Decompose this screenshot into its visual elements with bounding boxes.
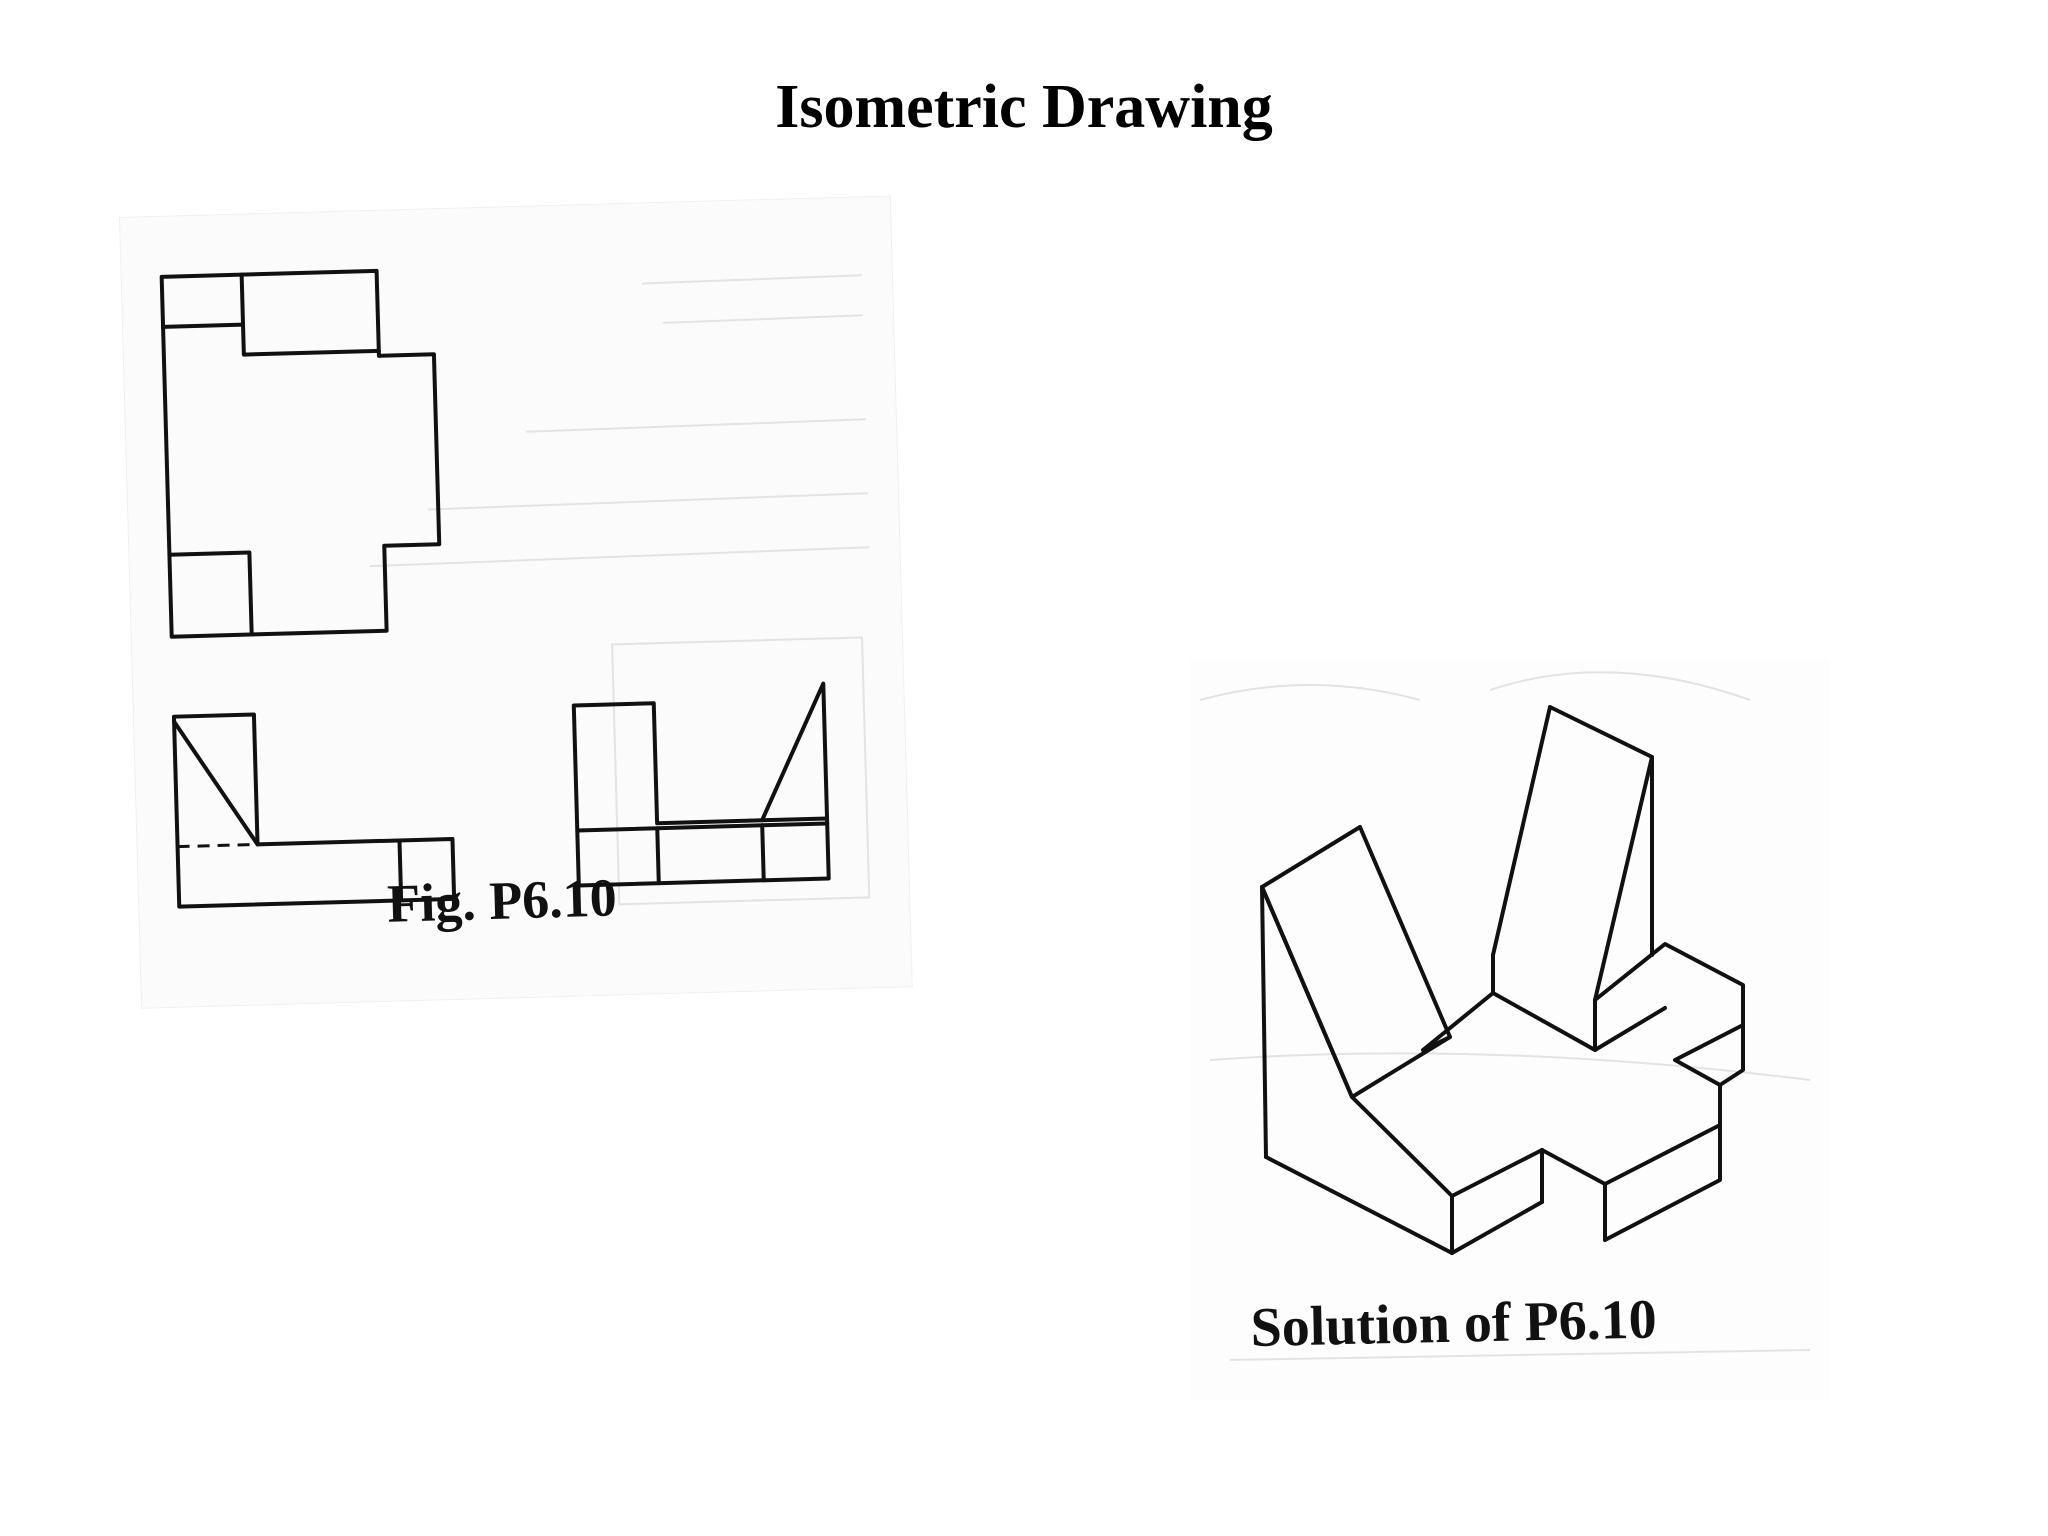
page-title: Isometric Drawing: [775, 73, 1273, 141]
orthographic-figure-panel: Fig. P6.10: [120, 196, 912, 1008]
side-view: [571, 681, 831, 888]
figure-caption: Fig. P6.10: [386, 867, 618, 934]
front-view: [171, 712, 457, 909]
base-plate: [1264, 942, 1745, 1255]
solution-caption: Solution of P6.10: [1250, 1288, 1658, 1359]
bleed-through-marks: [369, 274, 871, 906]
orthographic-views-drawing: [159, 268, 871, 909]
right-sloped-block: [1491, 705, 1654, 1002]
isometric-solution-panel: Solution of P6.10: [1190, 660, 1830, 1400]
isometric-solution-drawing: [1199, 671, 1811, 1361]
left-sloped-block: [1260, 825, 1452, 1159]
top-view: [159, 268, 442, 639]
bleed-through-marks: [1199, 671, 1811, 1361]
